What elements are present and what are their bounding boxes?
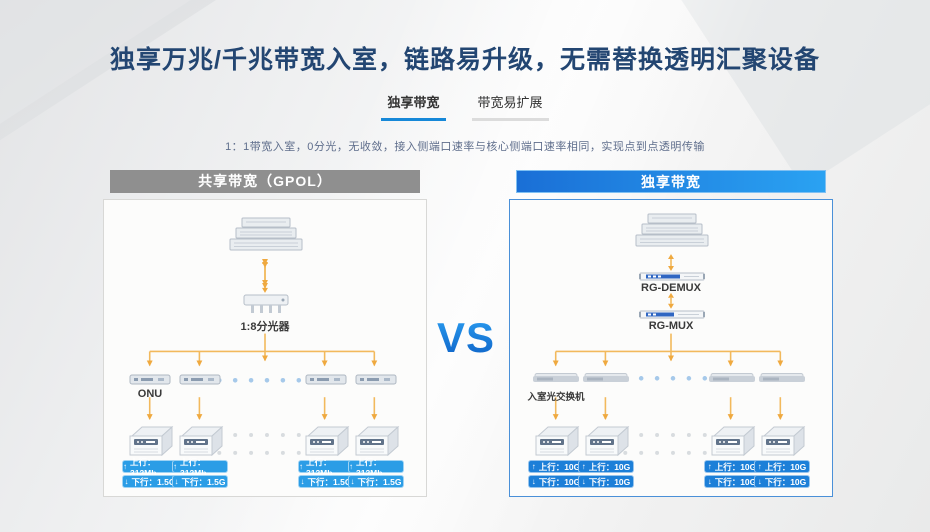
uplink-badge-label: 上行：312Mb [356,456,383,478]
left-panel-header: 共享带宽（GPOL） [110,170,420,193]
up-arrow-icon: ↑ [299,462,303,471]
tab-bandwidth-expansion[interactable]: 带宽易扩展 [471,92,549,121]
onu-label: ONU [137,388,163,400]
downlink-badge-label: 下行：10G [714,476,757,487]
right-panel-header: 独享带宽 [516,170,826,193]
up-arrow-icon: ↑ [581,462,586,471]
uplink-badge: ↑上行：312Mb [298,457,354,478]
uplink-badge-label: 上行：10G [588,461,631,472]
demux-device-icon [639,272,705,281]
optical-switch-label: 入室光交换机 [527,392,585,403]
uplink-badge: ↑上行：312Mb [122,457,178,478]
room-box-icon [129,425,174,457]
mux-label: RG-MUX [648,320,694,332]
room-column: ↑上行：312Mb ↓下行：1.5G [297,424,355,488]
downlink-badge: ↓下行：10G [754,475,810,488]
room-column: ↑上行：312Mb ↓下行：1.5G [347,424,405,488]
onu-device-icon [129,374,171,385]
right-panel: RG-DEMUX RG-MUX [509,199,833,497]
down-arrow-icon: ↓ [757,477,762,486]
uplink-badge: ↑上行：10G [754,460,810,473]
up-arrow-icon: ↑ [531,462,536,471]
downlink-badge-label: 下行：1.5G [357,476,402,487]
room-box-icon [585,425,630,457]
onu-device-icon [179,374,221,385]
olt-device-icon [229,217,303,251]
downlink-badge: ↓下行：1.5G [122,475,178,488]
up-arrow-icon: ↑ [757,462,762,471]
downlink-badge: ↓下行：1.5G [172,475,228,488]
up-arrow-icon: ↑ [349,462,353,471]
downlink-badge-label: 下行：10G [588,476,631,487]
room-column: ↑上行：312Mb ↓下行：1.5G [121,424,179,488]
up-arrow-icon: ↑ [123,462,127,471]
page-title: 独享万兆/千兆带宽入室，链路易升级，无需替换透明汇聚设备 [110,46,820,74]
uplink-badge: ↑上行：312Mb [348,457,404,478]
up-arrow-icon: ↑ [173,462,177,471]
uplink-badge-label: 上行：312Mb [130,456,157,478]
vs-label: VS [428,314,504,362]
down-arrow-icon: ↓ [350,477,355,486]
downlink-badge: ↓下行：10G [578,475,634,488]
downlink-badge: ↓下行：10G [528,475,584,488]
room-box-icon [305,425,350,457]
optical-switch-icon [533,373,579,382]
downlink-badge-label: 下行：10G [538,476,581,487]
demux-label: RG-DEMUX [641,282,701,294]
room-box-icon [761,425,806,457]
down-arrow-icon: ↓ [531,477,536,486]
downlink-badge-label: 下行：1.5G [307,476,352,487]
uplink-badge-label: 上行：312Mb [306,456,333,478]
down-arrow-icon: ↓ [581,477,586,486]
uplink-badge-label: 上行：10G [714,461,757,472]
room-box-icon [179,425,224,457]
uplink-badge-label: 上行：312Mb [180,456,207,478]
onu-device-icon [355,374,397,385]
downlink-badge-label: 下行：10G [764,476,807,487]
tab-bar: 独享带宽 带宽易扩展 [0,92,930,121]
left-panel: 1:8分光器 ONU [103,199,427,497]
down-arrow-icon: ↓ [124,477,129,486]
subtitle-text: 1：1带宽入室，0分光，无收敛，接入侧端口速率与核心侧端口速率相同，实现点到点透… [225,141,705,153]
room-column: ↑上行：312Mb ↓下行：1.5G [171,424,229,488]
uplink-badge: ↑上行：10G [578,460,634,473]
uplink-badge-label: 上行：10G [538,461,581,472]
room-column: ↑上行：10G ↓下行：10G [527,424,585,488]
down-arrow-icon: ↓ [707,477,712,486]
uplink-badge: ↑上行：312Mb [172,457,228,478]
splitter-label: 1:8分光器 [240,321,290,333]
room-box-icon [355,425,400,457]
uplink-badge: ↑上行：10G [528,460,584,473]
up-arrow-icon: ↑ [707,462,712,471]
room-column: ↑上行：10G ↓下行：10G [703,424,761,488]
downlink-badge: ↓下行：1.5G [348,475,404,488]
downlink-badge: ↓下行：10G [704,475,760,488]
onu-device-icon [305,374,347,385]
splitter-icon [243,294,289,313]
uplink-badge-label: 上行：10G [764,461,807,472]
uplink-badge: ↑上行：10G [704,460,760,473]
downlink-badge-label: 下行：1.5G [131,476,176,487]
optical-switch-icon [583,373,629,382]
room-box-icon [711,425,756,457]
down-arrow-icon: ↓ [300,477,305,486]
downlink-badge-label: 下行：1.5G [181,476,226,487]
optical-switch-icon [759,373,805,382]
room-box-icon [535,425,580,457]
mux-device-icon [639,310,705,319]
right-connector-lines [552,254,784,455]
room-column: ↑上行：10G ↓下行：10G [753,424,811,488]
room-column: ↑上行：10G ↓下行：10G [577,424,635,488]
core-switch-icon [635,213,709,247]
tab-dedicated-bandwidth[interactable]: 独享带宽 [381,92,446,121]
optical-switch-icon [709,373,755,382]
downlink-badge: ↓下行：1.5G [298,475,354,488]
down-arrow-icon: ↓ [174,477,179,486]
